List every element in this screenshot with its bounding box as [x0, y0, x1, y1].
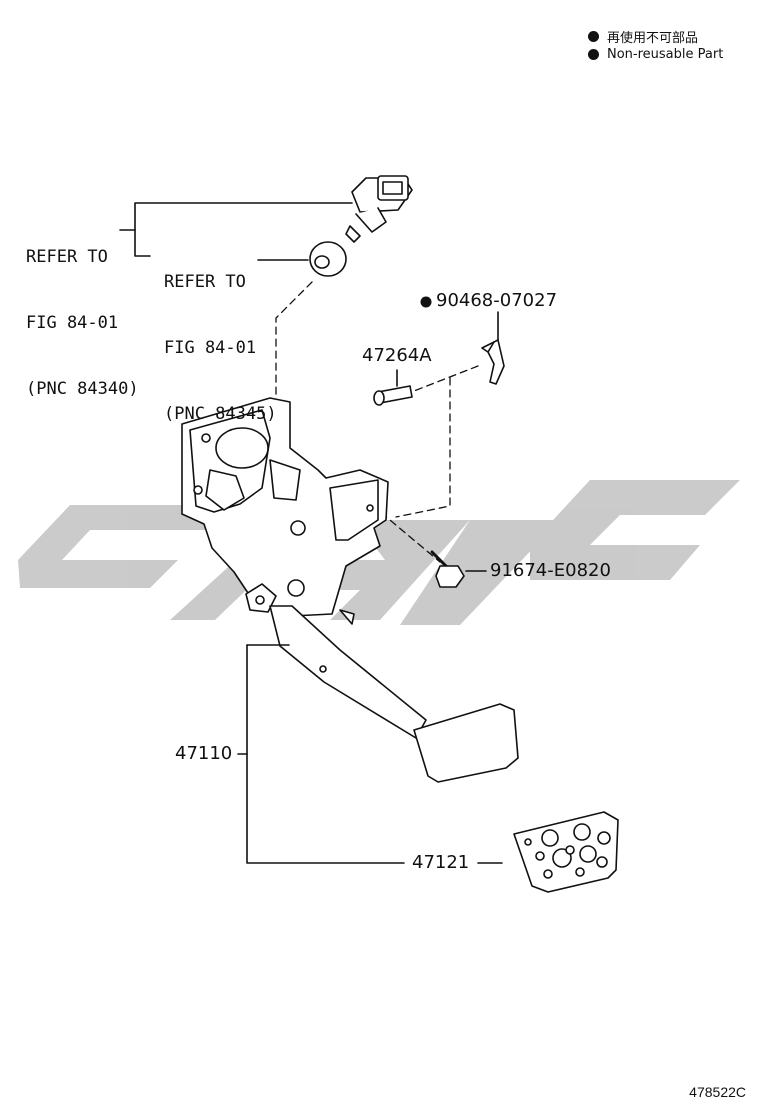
reference-label-1: REFER TO FIG 84-01 (PNC 84340) — [26, 202, 139, 444]
pedal-bracket — [181, 397, 389, 625]
clip-part — [481, 339, 505, 385]
reference-1-line3: (PNC 84340) — [26, 379, 139, 399]
part-number-bolt: 91674-E0820 — [490, 560, 611, 581]
reference-1-line2: FIG 84-01 — [26, 313, 119, 333]
legend-text-en: Non-reusable Part — [607, 47, 724, 62]
non-reusable-dot-icon — [588, 31, 599, 42]
legend-item-jp: 再使用不可部品 — [588, 27, 698, 46]
reference-2-line2: FIG 84-01 — [164, 338, 257, 358]
pedal-pad-cover — [513, 811, 619, 893]
part-number-pedal-assy: 47110 — [175, 743, 233, 764]
pedal-pad-on-arm — [413, 703, 519, 783]
figure-id: 478522C — [689, 1084, 746, 1100]
part-number-pin: 47264A — [362, 345, 432, 366]
legend-item-en: Non-reusable Part — [588, 47, 723, 62]
pedal-arm — [269, 605, 427, 739]
bolt-part — [430, 550, 465, 588]
stop-lamp-switch — [345, 175, 413, 243]
reference-label-2: REFER TO FIG 84-01 (PNC 84345) — [164, 227, 277, 469]
reference-2-line3: (PNC 84345) — [164, 404, 277, 424]
part-number-clip: 90468-07027 — [436, 290, 558, 311]
part-number-pedal-pad: 47121 — [412, 852, 470, 873]
pedal-pin — [373, 385, 413, 406]
reference-1-line1: REFER TO — [26, 247, 108, 267]
reference-2-line1: REFER TO — [164, 272, 246, 292]
non-reusable-dot-icon — [420, 296, 432, 308]
non-reusable-dot-icon — [588, 49, 599, 60]
legend-text-jp: 再使用不可部品 — [607, 31, 699, 46]
stopper-cushion — [309, 241, 347, 277]
